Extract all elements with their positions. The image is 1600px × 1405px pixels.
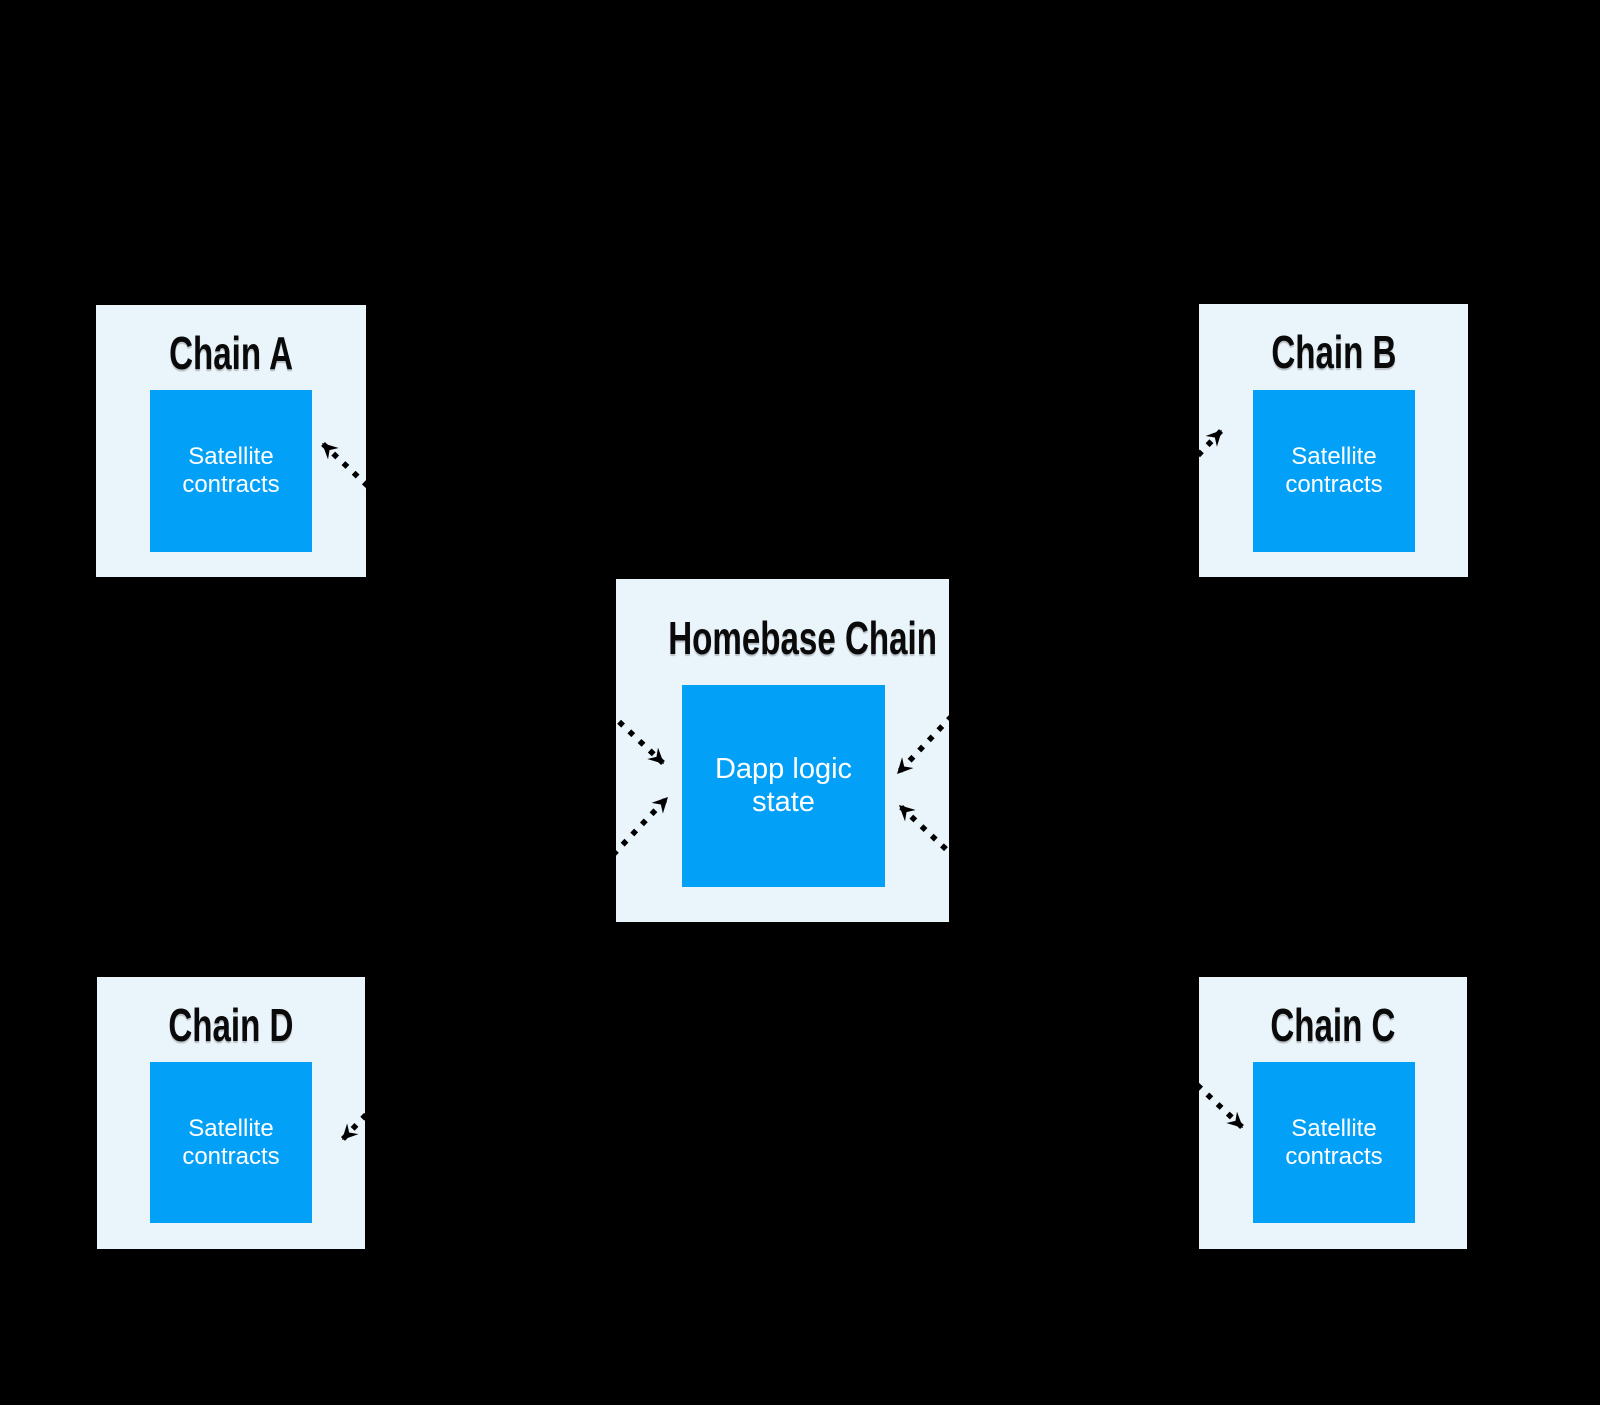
chain-c-satellite-contracts-box: Satellite contracts: [1253, 1062, 1415, 1223]
chain-c-title-text: Chain C: [1270, 999, 1396, 1051]
dapp-logic-state-box: Dapp logic state: [682, 685, 885, 887]
chain-a-title: Chain A: [96, 330, 366, 376]
homebase-chain-title-text: Homebase Chain: [668, 612, 937, 664]
chain-c-title: Chain C: [1199, 1002, 1467, 1048]
satellite-contracts-label-line1: Satellite: [188, 443, 274, 470]
satellite-contracts-label-line1: Satellite: [1291, 443, 1377, 470]
satellite-contracts-label-line2: contracts: [182, 1142, 280, 1170]
satellite-contracts-label-line2: contracts: [1285, 471, 1383, 498]
satellite-contracts-label-line1: Satellite: [1291, 1114, 1377, 1142]
chain-a-panel: Chain A Satellite contracts: [96, 305, 366, 577]
connector-chain-c-homebase: [898, 803, 1244, 1130]
chain-d-title: Chain D: [97, 1002, 365, 1048]
satellite-contracts-label-line2: contracts: [1285, 1142, 1383, 1170]
dapp-logic-state-label-line1: Dapp logic: [714, 753, 853, 785]
chain-b-title: Chain B: [1199, 329, 1468, 375]
chain-a-title-text: Chain A: [169, 327, 293, 379]
chain-c-panel: Chain C Satellite contracts: [1199, 977, 1467, 1249]
satellite-contracts-label-line2: contracts: [182, 471, 280, 498]
chain-b-satellite-contracts-box: Satellite contracts: [1253, 390, 1415, 552]
satellite-contracts-label-line1: Satellite: [188, 1114, 274, 1142]
homebase-chain-panel: Homebase Chain Dapp logic state: [616, 579, 949, 922]
chain-b-title-text: Chain B: [1270, 326, 1397, 378]
dapp-logic-state-label-line2: state: [752, 786, 815, 818]
chain-b-panel: Chain B Satellite contracts: [1199, 304, 1468, 577]
chain-d-title-text: Chain D: [168, 999, 294, 1051]
chain-d-satellite-contracts-box: Satellite contracts: [150, 1062, 312, 1223]
homebase-chain-title: Homebase Chain: [616, 615, 949, 661]
chain-d-panel: Chain D Satellite contracts: [97, 977, 365, 1249]
connector-chain-a-homebase: [321, 441, 665, 766]
chain-a-satellite-contracts-box: Satellite contracts: [150, 390, 312, 552]
